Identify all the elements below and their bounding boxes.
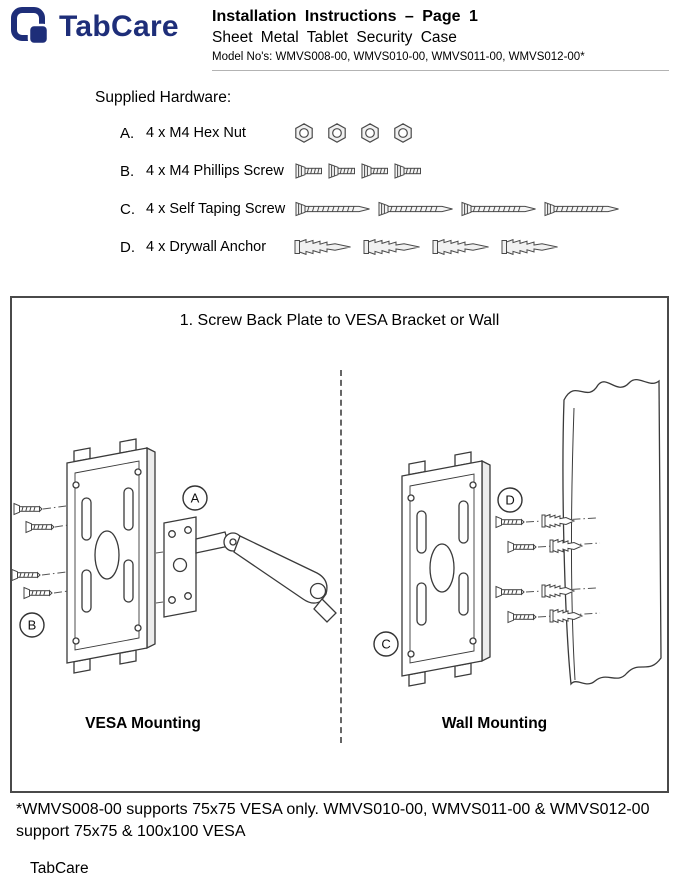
hex-nut-icon — [295, 123, 313, 143]
drywall-anchor-icon — [501, 239, 558, 255]
brand-logo: TabCare — [10, 6, 212, 48]
callout-d-label: D — [505, 493, 514, 508]
hardware-row-self-tapping-screw: C. 4 x Self Taping Screw — [95, 196, 679, 222]
title-block: Installation Instructions – Page 1 Sheet… — [212, 6, 669, 71]
hardware-heading: Supplied Hardware: — [95, 89, 232, 106]
phillips-screw-icon — [328, 163, 355, 179]
callout-a: A — [182, 485, 208, 511]
panel-divider — [339, 370, 342, 743]
doc-subtitle: Sheet Metal Tablet Security Case — [212, 29, 457, 46]
doc-model-numbers: Model No's: WMVS008-00, WMVS010-00, WMVS… — [212, 51, 585, 63]
self-tapping-screw-icon — [544, 202, 619, 216]
hardware-label: 4 x Self Taping Screw — [146, 201, 286, 217]
drywall-anchor-icon — [432, 239, 489, 255]
phillips-screw-icon — [295, 163, 322, 179]
supplied-hardware-section: Supplied Hardware: A. 4 x M4 Hex Nut B. … — [95, 89, 679, 260]
hardware-letter: A. — [120, 124, 135, 142]
footer-brand: TabCare — [30, 860, 89, 877]
hardware-icons — [294, 201, 621, 217]
phillips-screw-icon — [361, 163, 388, 179]
wall-drawing — [561, 378, 662, 686]
drywall-anchor-icon — [363, 239, 420, 255]
hardware-row-phillips-screw: B. 4 x M4 Phillips Screw — [95, 158, 679, 184]
page-header: TabCare Installation Instructions – Page… — [0, 0, 679, 71]
vesa-bracket-drawing — [163, 516, 197, 618]
back-plate-drawing — [66, 438, 156, 674]
hardware-icons — [294, 162, 423, 180]
vesa-mounting-figure: A B VESA Mounting — [12, 358, 342, 791]
phillips-screw-icon — [394, 163, 421, 179]
callout-c: C — [372, 631, 399, 657]
callout-c-label: C — [381, 637, 390, 652]
hardware-label: 4 x Drywall Anchor — [146, 239, 267, 255]
wall-mounting-diagram: D C — [372, 378, 662, 687]
step1-panel: 1. Screw Back Plate to VESA Bracket or W… — [10, 296, 669, 793]
hex-nut-icon — [394, 123, 412, 143]
vesa-mounting-caption: VESA Mounting — [85, 715, 201, 732]
callout-b: B — [19, 612, 45, 638]
callout-a-label: A — [191, 491, 200, 506]
hardware-icons — [294, 237, 559, 257]
callout-b-label: B — [28, 618, 37, 633]
hardware-letter: D. — [120, 238, 135, 256]
hex-nut-icon — [361, 123, 379, 143]
hex-nut-icon — [328, 123, 346, 143]
hardware-label: 4 x M4 Phillips Screw — [146, 163, 284, 179]
monitor-arm-drawing — [195, 531, 337, 623]
back-plate-drawing — [400, 451, 491, 687]
wall-mounting-figure: D C Wall Mounting — [342, 358, 667, 791]
vesa-mounting-diagram: A B — [12, 438, 337, 674]
self-tapping-screw-icon — [461, 202, 536, 216]
doc-title: Installation Instructions – Page 1 — [212, 8, 478, 25]
brand-name: TabCare — [59, 10, 179, 43]
vesa-compatibility-footnote: *WMVS008-00 supports 75x75 VESA only. WM… — [16, 801, 650, 840]
drywall-anchor-icon — [294, 239, 351, 255]
hardware-row-hex-nut: A. 4 x M4 Hex Nut — [95, 120, 679, 146]
self-tapping-screw-icon — [378, 202, 453, 216]
self-tapping-screw-icon — [295, 202, 370, 216]
tabcare-logo-icon — [11, 7, 50, 46]
hardware-letter: C. — [120, 200, 135, 218]
diagram-halves: A B VESA Mounting — [12, 358, 667, 791]
step1-title: 1. Screw Back Plate to VESA Bracket or W… — [179, 312, 500, 329]
wall-mounting-caption: Wall Mounting — [441, 715, 548, 732]
hardware-label: 4 x M4 Hex Nut — [146, 125, 246, 141]
callout-d: D — [496, 487, 523, 513]
hardware-letter: B. — [120, 162, 135, 180]
hardware-row-drywall-anchor: D. 4 x Drywall Anchor — [95, 234, 679, 260]
hardware-icons — [294, 123, 413, 143]
